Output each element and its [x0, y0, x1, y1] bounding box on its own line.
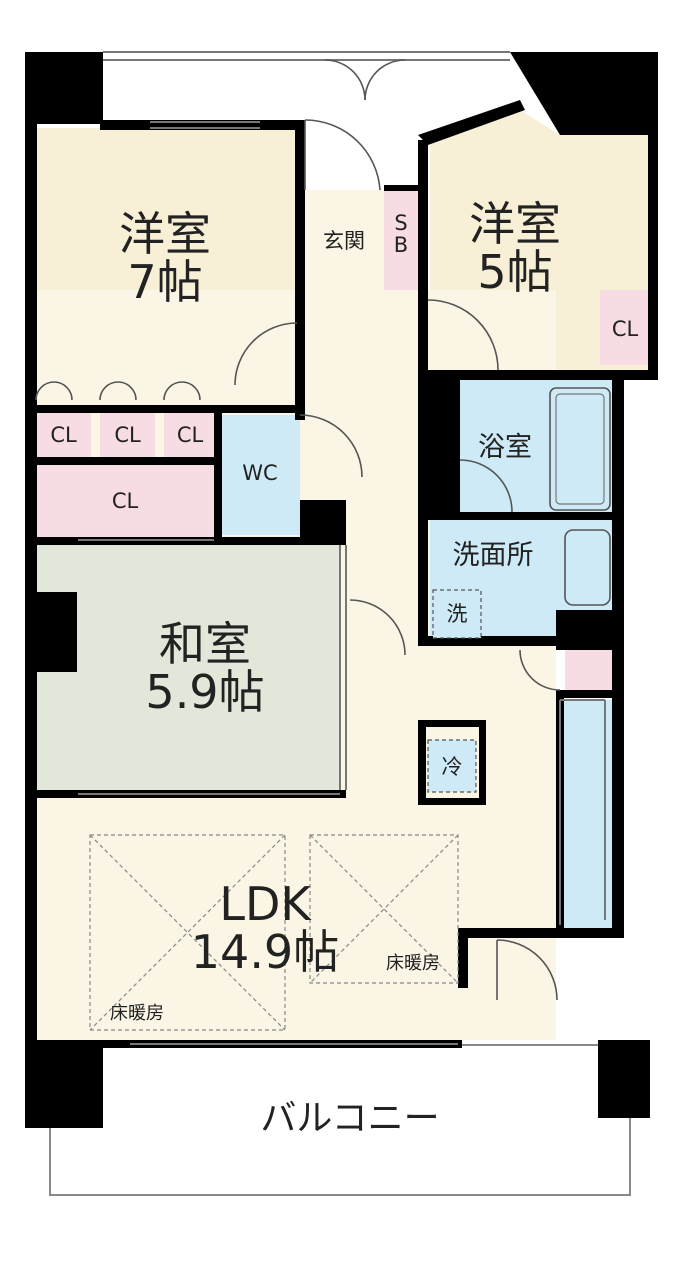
toilet-fill — [220, 415, 300, 535]
floor-heating-zones — [89, 834, 459, 1031]
label-bath: 浴室 — [478, 432, 532, 463]
label-washer: 洗 — [446, 602, 468, 626]
bathtub-inner — [555, 393, 605, 505]
closet-label-left: CL — [50, 423, 77, 447]
entrance-fill — [304, 190, 384, 295]
shoe-box-fill — [384, 190, 418, 290]
bathtub — [549, 387, 611, 511]
sink — [564, 529, 611, 606]
fridge-box — [427, 739, 477, 793]
floor-heating-label-right: 床暖房 — [386, 953, 440, 974]
floor-heating-label-left: 床暖房 — [110, 1003, 164, 1024]
label-balcony: バルコニー — [260, 1098, 440, 1139]
label-shoe-box: S B — [393, 211, 409, 258]
closet-fill — [164, 412, 216, 457]
closet-fill — [36, 465, 214, 537]
closet-label-mid: CL — [114, 423, 141, 447]
bath-fill — [460, 380, 615, 515]
room-label-western-5: 洋室 5帖 — [469, 197, 561, 300]
door-swings — [35, 59, 561, 1001]
closet-label-right: CL — [176, 423, 204, 447]
closet-fill — [100, 412, 155, 457]
kitchen-counter-fill — [560, 700, 615, 928]
label-toilet: WC — [242, 461, 278, 485]
closet-fill — [36, 412, 91, 457]
windows — [78, 51, 606, 1045]
label-entrance: 玄関 — [323, 229, 365, 253]
washer-box — [432, 589, 482, 639]
label-fridge: 冷 — [441, 755, 463, 779]
closet-fill — [565, 650, 615, 695]
closet-label-wide: CL — [111, 489, 139, 513]
label-washroom: 洗面所 — [452, 540, 534, 571]
room-label-japanese: 和室 5.9帖 — [145, 617, 265, 720]
room-label-western-7: 洋室 7帖 — [119, 207, 211, 310]
room-japanese-fill — [36, 545, 341, 795]
room-label-ldk: LDK 14.9帖 — [190, 877, 340, 980]
closet-fill — [600, 290, 650, 365]
closet-label-west5: CL — [611, 317, 639, 341]
balcony-area — [49, 1044, 631, 1196]
